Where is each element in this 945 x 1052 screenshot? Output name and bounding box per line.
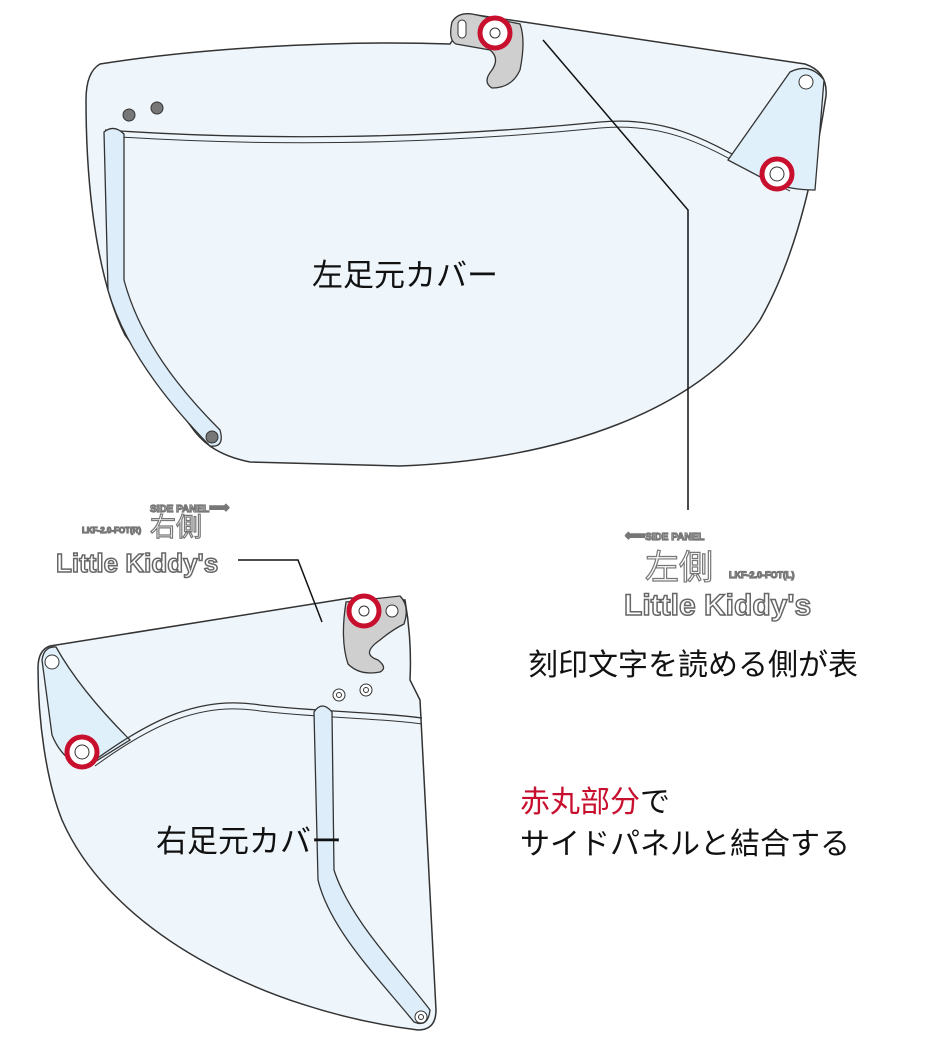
side-panel-text: SIDE PANEL [149,503,210,515]
right-foot-cover [37,593,437,1031]
engraving-side-panel-text: ⟸SIDE PANEL [624,526,705,544]
arrow-left-icon: ⟸ [624,526,646,543]
note-join-line2: サイドパネルと結合する [520,827,850,862]
note-join-suffix: で [640,785,670,820]
side-panel-text: SIDE PANEL [644,531,705,543]
bottom-cover-rail [313,705,431,1025]
left-cover-label: 左足元カバー [312,258,498,294]
top-cover-rail [103,127,222,447]
engraving-side-text: 右側 [149,511,203,542]
leader-line-top [542,39,689,510]
note-join-line1: 赤丸部分で [520,782,850,824]
note-join-highlight: 赤丸部分 [520,785,640,820]
engraving-side-text: 左側 [644,548,713,587]
arrow-right-icon: ⟹ [209,498,230,515]
bottom-cover-flap [41,646,132,769]
leader-line-bottom [238,559,323,623]
right-cover-label: 右足元カバー [156,824,342,860]
note-front-side: 刻印文字を読める側が表 [528,648,858,683]
engraving-brand: Little Kiddy's [55,547,219,579]
engraving-brand: Little Kiddy's [623,588,812,623]
engraving-code: LKF-2.0-FOT(L) [728,569,795,580]
engraving-side-panel-text: SIDE PANEL⟹ [149,498,230,516]
top-cover-body [85,13,827,467]
top-cover-crease [104,120,791,186]
note-join: 赤丸部分で サイドパネルと結合する [520,782,850,866]
engraving-code: LKF-2.0-FOT(R) [81,525,142,535]
left-foot-cover [85,13,827,467]
